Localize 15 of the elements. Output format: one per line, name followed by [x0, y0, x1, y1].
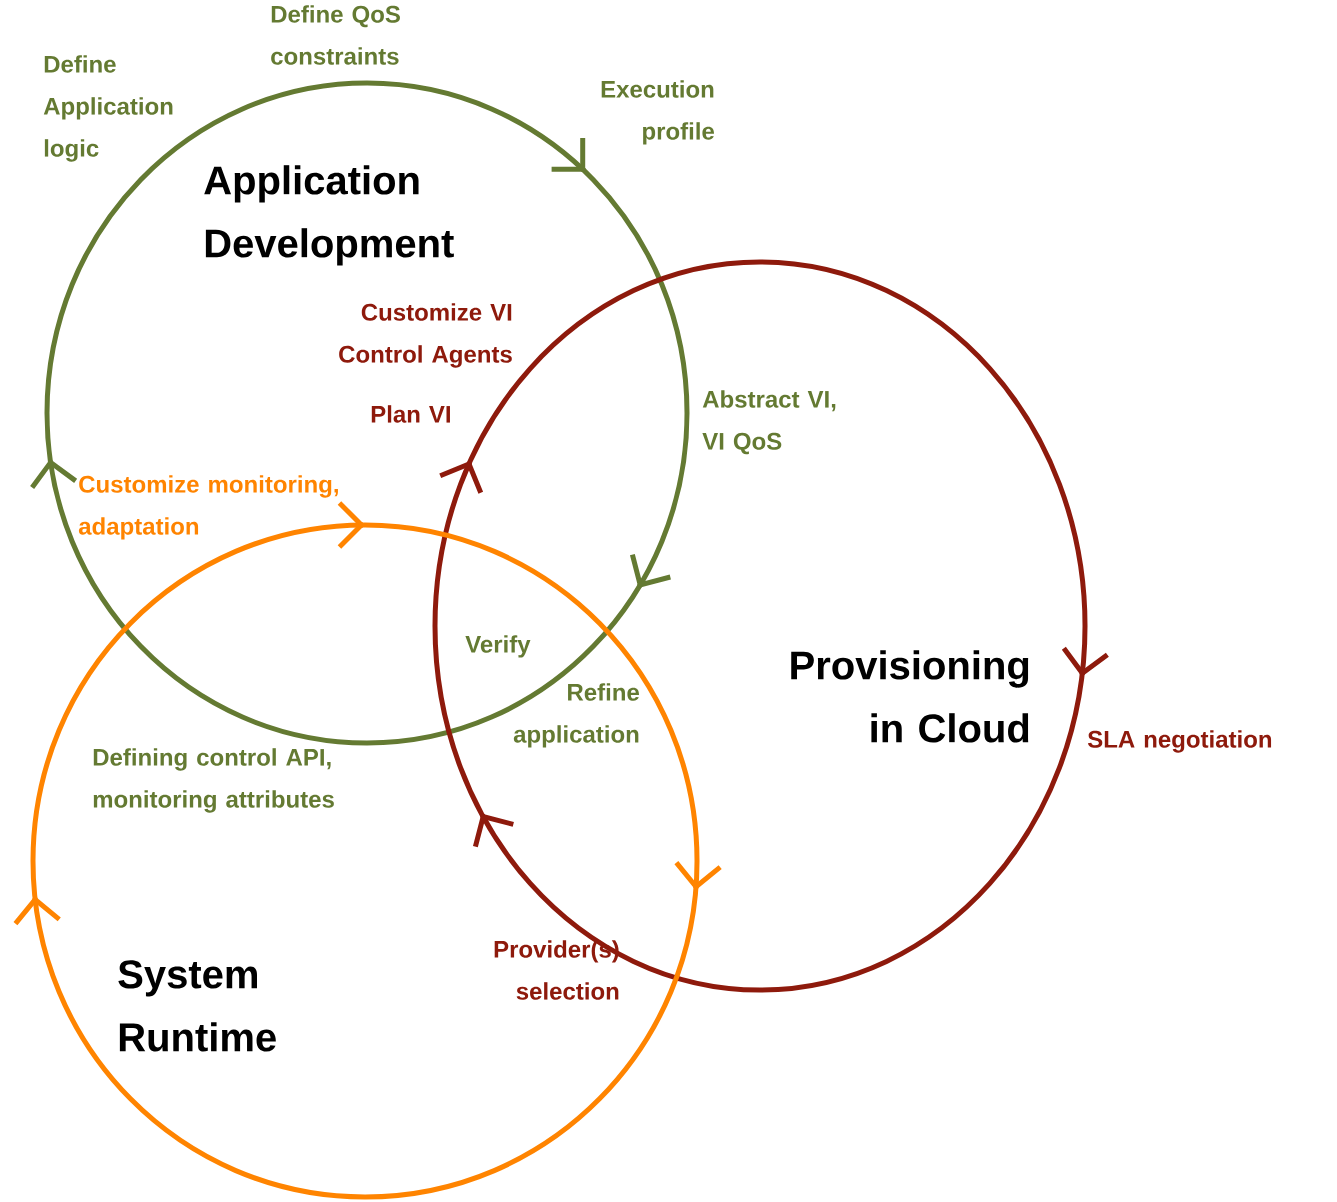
step-label: Refine application	[513, 683, 639, 748]
cycle-title: System Runtime	[118, 960, 276, 1052]
step-label: Customize monitoring, adaptation	[78, 475, 338, 540]
step-label: Define QoS constraints	[271, 5, 400, 65]
step-label: SLA negotiation	[1087, 730, 1272, 753]
step-label: Defining control API, monitoring attributes	[93, 748, 334, 813]
cycle-title: Provisioning in Cloud	[791, 650, 1029, 743]
step-label: Customize VI Control Agents	[339, 303, 512, 368]
step-label: Define Application logic	[43, 55, 173, 162]
cycle-title: Application Development	[204, 165, 454, 266]
step-label: Provider(s) selection	[494, 940, 619, 1000]
step-label: Execution profile	[601, 80, 714, 145]
step-label: Abstract VI, VI QoS	[702, 390, 836, 455]
step-label: Verify	[465, 635, 531, 658]
step-label: Plan VI	[371, 405, 450, 423]
